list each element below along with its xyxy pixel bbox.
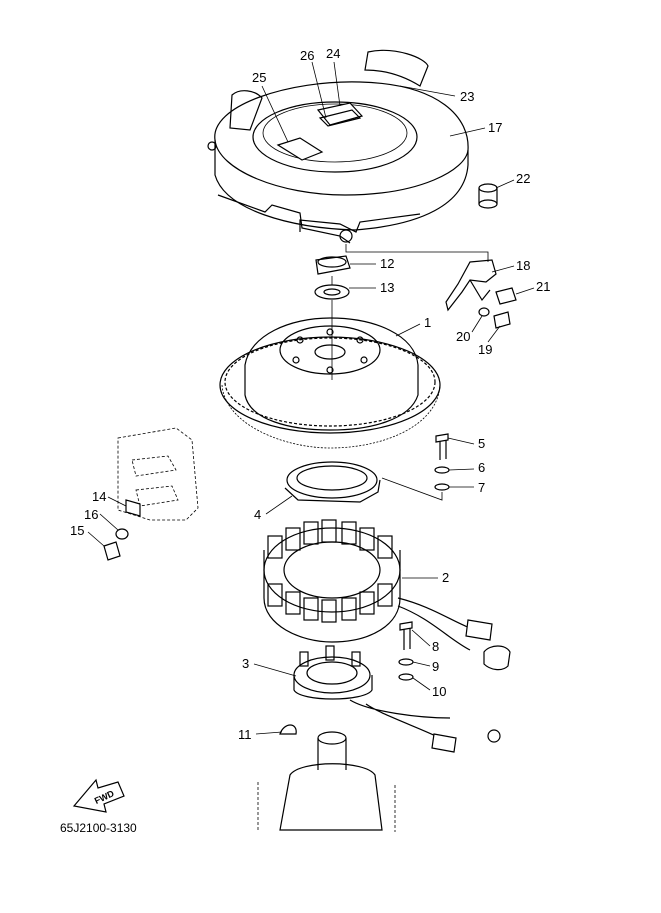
- callout-24: 24: [326, 46, 340, 61]
- flywheel-cover: [207, 81, 469, 244]
- callout-5: 5: [478, 436, 485, 451]
- label-plate-26: [318, 109, 362, 127]
- flywheel-magneto: [219, 317, 441, 449]
- callout-17: 17: [488, 120, 502, 135]
- washer-13: [314, 284, 350, 300]
- callout-1: 1: [424, 315, 431, 330]
- callout-25: 25: [252, 70, 266, 85]
- stator-base-plate-4: [284, 461, 381, 503]
- decal-23: [364, 49, 429, 87]
- callout-4: 4: [254, 507, 261, 522]
- callout-18: 18: [516, 258, 530, 273]
- label-plate-25: [276, 137, 324, 161]
- callout-19: 19: [478, 342, 492, 357]
- callout-13: 13: [380, 280, 394, 295]
- callout-20: 20: [456, 329, 470, 344]
- pulser-coil-3: [293, 645, 373, 700]
- callout-15: 15: [70, 523, 84, 538]
- pulser-connector: [431, 733, 457, 753]
- clamp-14: [125, 499, 141, 517]
- ground-terminal: [487, 729, 501, 743]
- callout-23: 23: [460, 89, 474, 104]
- stator-coil-2: [263, 519, 401, 643]
- washer-6: [434, 466, 450, 474]
- washer-20: [478, 307, 490, 317]
- callout-2: 2: [442, 570, 449, 585]
- callout-9: 9: [432, 659, 439, 674]
- stator-wire-harness: [397, 597, 471, 651]
- crankshaft-end: [257, 731, 396, 832]
- washer-7: [434, 483, 450, 491]
- washer-16: [115, 528, 129, 540]
- callout-26: 26: [300, 48, 314, 63]
- stator-connector-a: [465, 619, 493, 641]
- fwd-arrow-icon: FWD: [72, 778, 125, 813]
- washer-9: [398, 658, 414, 666]
- grommet-22: [478, 183, 498, 209]
- callout-22: 22: [516, 171, 530, 186]
- callout-6: 6: [478, 460, 485, 475]
- callout-7: 7: [478, 480, 485, 495]
- diagram-code: 65J2100-3130: [60, 821, 137, 835]
- callout-8: 8: [432, 639, 439, 654]
- stator-connector-b: [483, 645, 511, 671]
- callout-12: 12: [380, 256, 394, 271]
- pulser-wire: [349, 699, 451, 739]
- callout-14: 14: [92, 489, 106, 504]
- bolt-8: [399, 621, 413, 650]
- callout-10: 10: [432, 684, 446, 699]
- bolt-21: [495, 287, 517, 305]
- callout-3: 3: [242, 656, 249, 671]
- washer-10: [398, 673, 414, 681]
- nut-12: [315, 255, 351, 275]
- screw-15: [103, 541, 121, 561]
- engine-bracket-outline: [117, 427, 199, 521]
- screw-19: [493, 311, 511, 329]
- callouts: 23 24 26 25 17 22 12 13 18 21 20 19: [70, 46, 550, 742]
- bolt-5: [435, 433, 449, 460]
- woodruff-key-11: [279, 724, 297, 735]
- callout-16: 16: [84, 507, 98, 522]
- bracket-18: [445, 259, 497, 312]
- callout-21: 21: [536, 279, 550, 294]
- label-plate-24: [316, 102, 364, 126]
- callout-11: 11: [238, 727, 252, 742]
